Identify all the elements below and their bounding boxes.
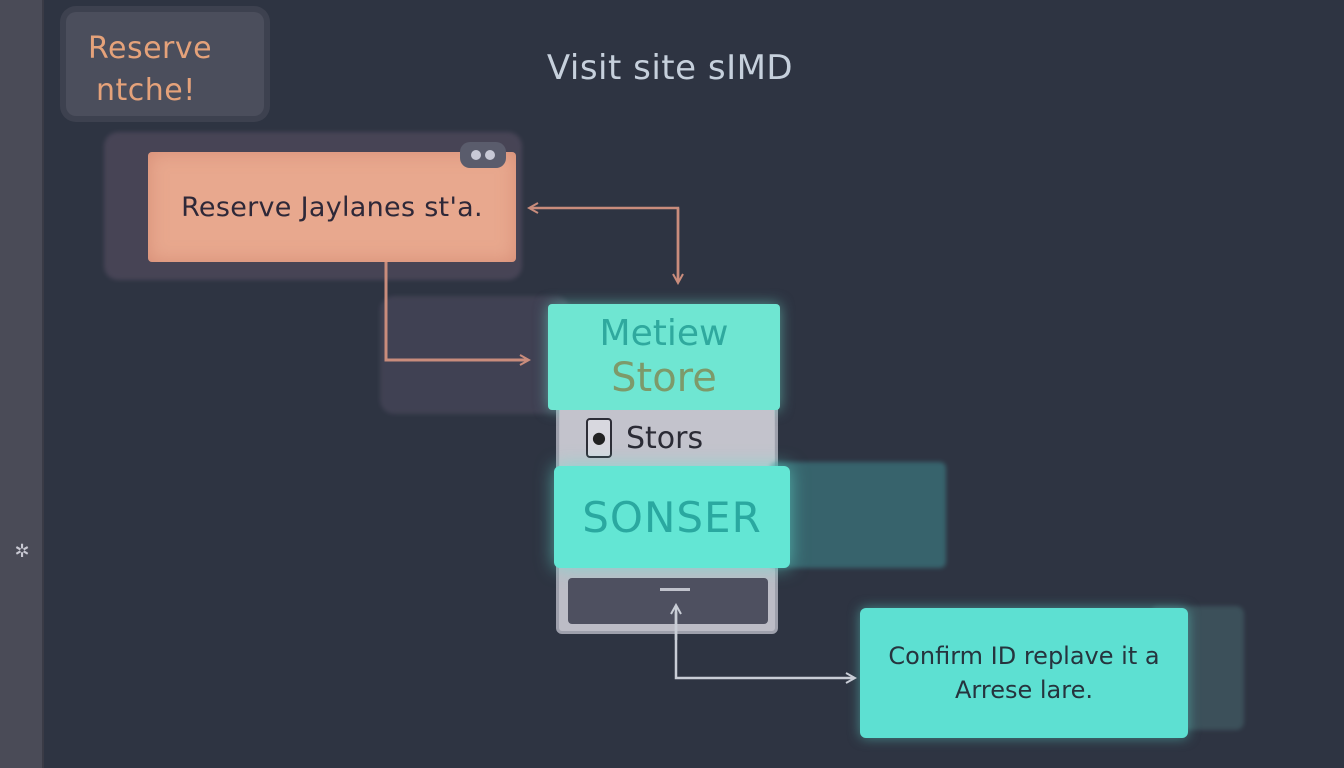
option-dot	[485, 150, 495, 160]
connector-shadow	[380, 296, 570, 414]
confirm-box[interactable]: Confirm ID replave it a Arrese lare.	[860, 608, 1188, 738]
confirm-line-1: Confirm ID replave it a	[888, 642, 1160, 670]
note-bubble	[66, 12, 264, 116]
phone-icon: ●	[586, 418, 612, 458]
page-title: Visit site sIMD	[546, 48, 794, 88]
arrow-reserve-to-store	[384, 262, 528, 360]
sponsor-button-label: SONSER	[582, 492, 762, 542]
footer-handle	[660, 588, 690, 591]
stors-row[interactable]: ● Stors	[560, 410, 774, 466]
confirm-line-2: Arrese lare.	[955, 676, 1093, 704]
sponsor-button[interactable]: SONSER	[554, 466, 790, 568]
pin-icon[interactable]: ✲	[14, 541, 30, 562]
store-header: Metiew Store	[548, 304, 780, 410]
arrow-store-to-reserve	[530, 208, 680, 282]
store-title: Metiew	[599, 313, 729, 354]
store-footer[interactable]	[568, 578, 768, 624]
stors-row-label: Stors	[626, 420, 704, 456]
reserve-card-label: Reserve Jaylanes st'a.	[181, 191, 483, 223]
left-rail	[0, 0, 44, 768]
arrow-store-to-confirm	[674, 612, 854, 678]
sponsor-button-shadow	[770, 462, 946, 568]
store-subtitle: Store	[611, 355, 717, 401]
more-options-icon[interactable]	[460, 142, 506, 168]
reserve-card[interactable]: Reserve Jaylanes st'a.	[148, 152, 516, 262]
note-text: Reserve ntche!	[88, 28, 264, 112]
note-line-2: ntche!	[96, 73, 196, 108]
option-dot	[471, 150, 481, 160]
note-line-1: Reserve	[88, 31, 213, 66]
